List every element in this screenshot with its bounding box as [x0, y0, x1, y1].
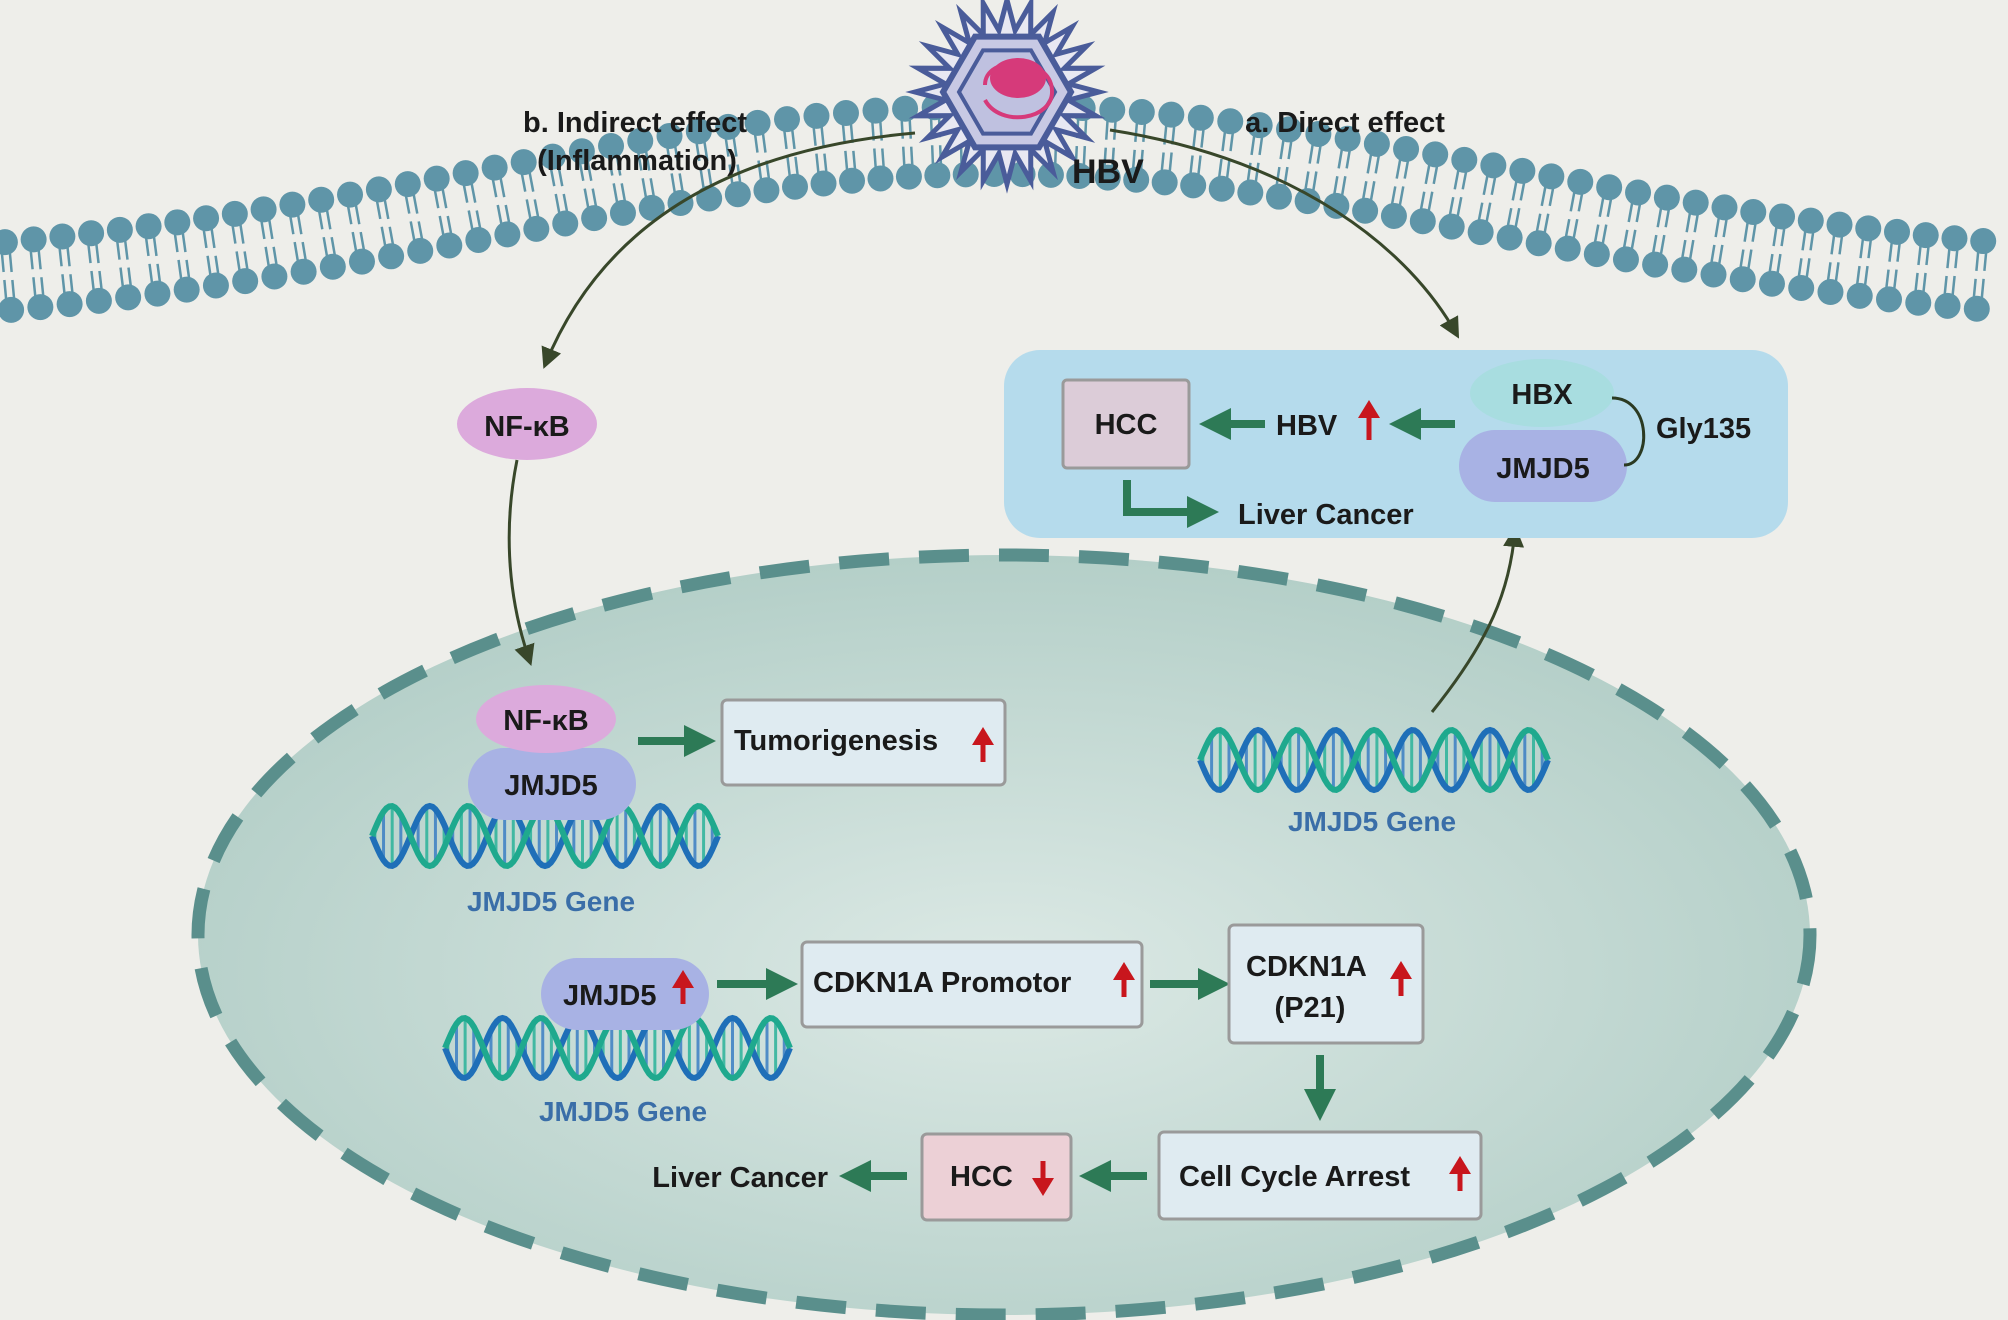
up-arrow-tumorigenesis-head [972, 727, 994, 745]
down-arrow-hcc-head [1032, 1178, 1054, 1196]
dna-helix-right [1197, 726, 1551, 794]
hcc-box-top [1061, 378, 1191, 470]
direct-arrow [1109, 128, 1460, 339]
inflammation-label: (Inflammation) [537, 145, 737, 177]
nfkb-nucleus [476, 685, 616, 753]
gene-bottom-label: JMJD5 Gene [539, 1096, 707, 1127]
hcc-bottom-label: HCC [950, 1161, 1013, 1193]
jmjd5-nucleus-bottom [541, 958, 709, 1030]
cell-cycle-arrest-box [1157, 1130, 1483, 1221]
cdkn1a-line1: CDKN1A [1246, 951, 1367, 983]
direct-effect-label: a. Direct effect [1245, 107, 1445, 139]
nfkb-cytoplasm [457, 388, 597, 460]
cell-cycle-arrest-label: Cell Cycle Arrest [1179, 1161, 1410, 1193]
cdkn1a-line2: (P21) [1275, 992, 1346, 1024]
hcc-box-bottom [920, 1132, 1073, 1222]
tumorigenesis-label: Tumorigenesis [734, 725, 938, 757]
cdkn1a-promotor-label: CDKN1A Promotor [813, 967, 1071, 999]
up-arrow-cell-cycle-head [1449, 1156, 1471, 1174]
gene-left-label: JMJD5 Gene [467, 886, 635, 917]
gly135-bracket [1611, 396, 1646, 467]
hbv-label: HBV [1072, 153, 1144, 191]
jmjd5-complex-label: JMJD5 [1496, 453, 1590, 485]
hbx-label: HBX [1511, 379, 1573, 411]
liver-cancer-bottom-label: Liver Cancer [652, 1162, 828, 1194]
nfkb-nucleus-label: NF-κB [503, 705, 588, 737]
up-arrow-cdkn1a-head [1390, 961, 1412, 979]
up-arrow-jmjd5-head [672, 970, 694, 988]
jmjd5-nucleus-top-label: JMJD5 [504, 770, 598, 802]
hbv-complex-label: HBV [1276, 410, 1338, 442]
hbx-protein [1470, 359, 1614, 427]
indirect-arrow [541, 131, 916, 369]
jmjd5-complex [1459, 430, 1627, 502]
nfkb-cytoplasm-label: NF-κB [484, 411, 569, 443]
cdkn1a-promotor-box [800, 940, 1144, 1029]
jmjd5-nucleus-bottom-label: JMJD5 [563, 980, 657, 1012]
gene-to-complex-arrow [1430, 525, 1525, 713]
arrow-hcc-to-liver-cancer [1123, 480, 1219, 528]
jmjd5-nucleus-top [468, 748, 636, 820]
up-arrow-hbv-head [1358, 400, 1380, 418]
gene-right-label: JMJD5 Gene [1288, 806, 1456, 837]
liver-cancer-top-label: Liver Cancer [1238, 499, 1414, 531]
nucleus [191, 548, 1817, 1320]
tumorigenesis-box [720, 698, 1007, 787]
hbv-virus-icon [905, 0, 1109, 194]
gly135-label: Gly135 [1656, 413, 1751, 445]
cdkn1a-box [1227, 923, 1425, 1045]
up-arrow-promotor-head [1113, 962, 1135, 980]
hcc-top-label: HCC [1095, 409, 1158, 441]
indirect-effect-label: b. Indirect effect [523, 107, 747, 139]
nfkb-to-nucleus-arrow [507, 459, 535, 666]
